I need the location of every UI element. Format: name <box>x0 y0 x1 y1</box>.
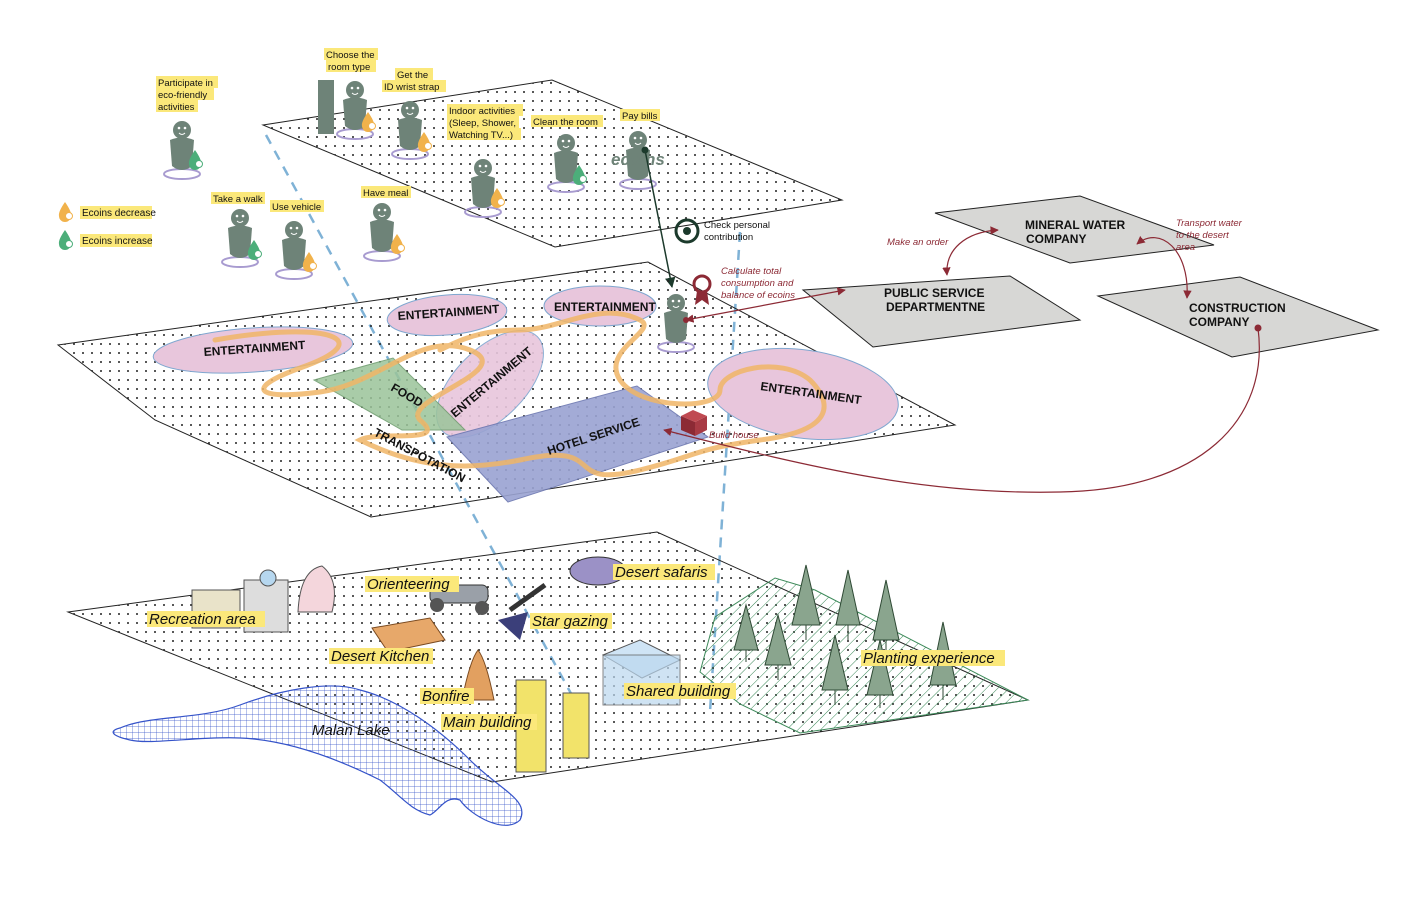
check-contribution: Check personal contribution <box>674 218 770 244</box>
activity-indoor-line3: Watching TV...) <box>449 130 513 141</box>
figure-walk: Take a walk <box>211 192 265 268</box>
malan-lake <box>112 685 523 826</box>
activity-participate-line1: Participate in <box>158 78 213 89</box>
activity-indoor-line1: Indoor activities <box>449 106 515 117</box>
flow-transport-line2: to the desert <box>1176 230 1229 241</box>
legend: Ecoins decrease Ecoins increase <box>58 201 156 251</box>
org-public-line1: PUBLIC SERVICE <box>884 286 984 300</box>
site-recreation: Recreation area <box>149 611 256 628</box>
flow-calculate-line1: Calculate total <box>721 266 782 277</box>
activity-strap-line2: ID wrist strap <box>384 82 439 93</box>
ecoin-decrease-icon <box>302 251 317 273</box>
flow-order-label: Make an order <box>887 237 949 248</box>
activity-strap-line1: Get the <box>397 70 428 81</box>
legend-increase-label: Ecoins increase <box>82 236 153 247</box>
entertainment-zone-4 <box>436 330 544 438</box>
tree-icon <box>764 613 792 680</box>
activity-participate-line2: eco-friendly <box>158 90 207 101</box>
door-icon <box>318 80 334 134</box>
activity-room-line2: room type <box>328 62 370 73</box>
figure-wrist-strap: Get the ID wrist strap <box>382 68 446 160</box>
ribbon-badge-icon <box>692 274 712 294</box>
figure-indoor: Indoor activities (Sleep, Shower, Watchi… <box>447 104 523 218</box>
figure-participate: Participate in eco-friendly activities <box>156 76 218 180</box>
figure-clean-room: Clean the room <box>531 115 603 193</box>
flow-labels: Calculate total consumption and balance … <box>709 218 1243 441</box>
flow-arrows <box>663 226 1260 493</box>
tree-icon <box>866 639 894 708</box>
transportation-path <box>212 310 827 478</box>
org-water-line1: MINERAL WATER <box>1025 218 1126 232</box>
activity-clean-label: Clean the room <box>533 117 598 128</box>
figure-room-type: Choose the room type <box>318 48 378 140</box>
flow-build-label: Build house <box>709 430 759 441</box>
org-construction-line1: CONSTRUCTION <box>1189 301 1286 315</box>
hotel-zone <box>446 385 710 503</box>
activity-pay-label: Pay bills <box>622 111 658 122</box>
ecoin-decrease-icon <box>58 201 73 223</box>
site-planting: Planting experience <box>863 650 995 667</box>
entertainment-zone-5 <box>707 347 899 441</box>
tree-icon <box>733 603 759 662</box>
pay-to-hub-arrow <box>644 149 676 289</box>
site-safaris: Desert safaris <box>615 564 708 581</box>
site-shared: Shared building <box>626 683 731 700</box>
site-labels: Recreation area Orienteering Desert safa… <box>147 564 1005 739</box>
ecoin-decrease-icon <box>390 233 405 255</box>
figure-meal: Have meal <box>361 186 411 262</box>
activity-vehicle-label: Use vehicle <box>272 202 321 213</box>
telescope-icon <box>498 582 547 640</box>
flow-calculate-line2: consumption and <box>721 278 794 289</box>
organizations: PUBLIC SERVICE DEPARTMENTNE MINERAL WATE… <box>801 195 1380 358</box>
flow-calculate-line3: balance of ecoins <box>721 290 795 301</box>
activity-room-line1: Choose the <box>326 50 375 61</box>
activity-walk-label: Take a walk <box>213 194 263 205</box>
service-zones <box>152 285 899 503</box>
figure-pay-bills: ecoins Pay bills <box>611 109 665 190</box>
tree-icon <box>835 569 861 640</box>
activity-indoor-line2: (Sleep, Shower, <box>449 118 516 129</box>
refresh-icon <box>674 218 700 244</box>
flow-transport-line1: Transport water <box>1176 218 1243 229</box>
site-kitchen: Desert Kitchen <box>331 648 429 665</box>
legend-decrease-label: Ecoins decrease <box>82 208 156 219</box>
site-lake: Malan Lake <box>312 722 390 739</box>
public-service-panel <box>801 275 1082 348</box>
site-bonfire: Bonfire <box>422 688 470 705</box>
person-icon <box>163 120 201 180</box>
flow-transport-line3: area <box>1176 242 1195 253</box>
figure-vehicle: Use vehicle <box>270 200 324 280</box>
org-water-line2: COMPANY <box>1026 232 1086 246</box>
site-main: Main building <box>443 714 532 731</box>
activity-participate-line3: activities <box>158 102 195 113</box>
check-line2: contribution <box>704 232 753 243</box>
ecoins-mark: ecoins <box>611 150 665 169</box>
food-zone <box>312 357 467 431</box>
entertainment-zone-2 <box>386 293 508 337</box>
kitchen-building-icon <box>371 617 446 653</box>
site-orienteering: Orienteering <box>367 576 450 593</box>
activity-figures: Participate in eco-friendly activities C… <box>156 48 665 280</box>
tree-icon <box>821 634 849 705</box>
bonfire-icon <box>461 649 495 701</box>
site-stargazing: Star gazing <box>532 613 609 630</box>
ecoin-increase-icon <box>58 229 73 251</box>
entertainment-zone-1 <box>152 326 354 374</box>
build-house-icon <box>681 410 707 436</box>
trees <box>733 564 957 708</box>
zone-entertainment-3: ENTERTAINMENT <box>554 300 656 314</box>
tree-icon <box>791 564 821 640</box>
org-construction-line2: COMPANY <box>1189 315 1249 329</box>
activity-meal-label: Have meal <box>363 188 408 199</box>
org-public-line2: DEPARTMENTNE <box>886 300 985 314</box>
check-line1: Check personal <box>704 220 770 231</box>
